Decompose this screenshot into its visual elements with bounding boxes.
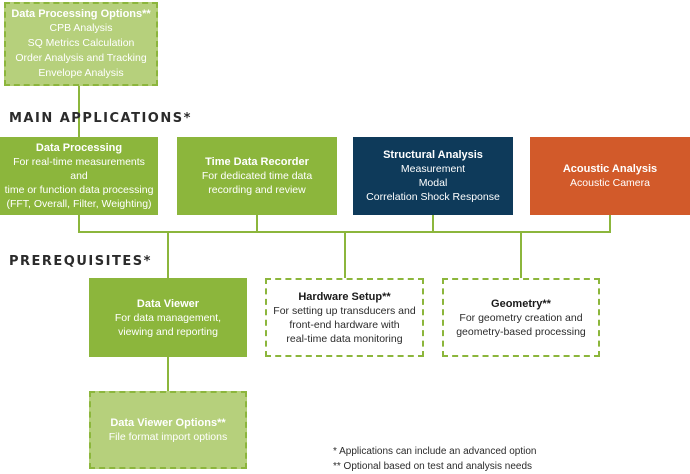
hardware-setup-box: Hardware Setup** For setting up transduc… bbox=[265, 278, 424, 357]
geometry-desc: geometry-based processing bbox=[456, 325, 586, 338]
hardware-setup-title: Hardware Setup** bbox=[298, 290, 391, 303]
connector-geometry bbox=[520, 231, 522, 278]
connector-hardware-setup bbox=[344, 231, 346, 278]
connector-viewer-options bbox=[167, 357, 169, 391]
geometry-title: Geometry** bbox=[491, 297, 551, 310]
hardware-setup-desc: real-time data monitoring bbox=[286, 332, 403, 345]
data-viewer-box: Data Viewer For data management, viewing… bbox=[89, 278, 247, 357]
structural-analysis-box: Structural Analysis Measurement Modal Co… bbox=[353, 137, 513, 215]
data-processing-desc: time or function data processing bbox=[4, 184, 154, 196]
data-viewer-options-desc: File format import options bbox=[108, 431, 228, 443]
hardware-setup-desc: front-end hardware with bbox=[289, 318, 400, 331]
option-item: SQ Metrics Calculation bbox=[27, 37, 135, 49]
footnote: * Applications can include an advanced o… bbox=[333, 446, 537, 457]
footnote: ** Optional based on test and analysis n… bbox=[333, 461, 533, 472]
acoustic-analysis-desc: Acoustic Camera bbox=[570, 177, 650, 189]
geometry-box: Geometry** For geometry creation and geo… bbox=[442, 278, 600, 357]
connector-acoustic-analysis bbox=[609, 215, 611, 232]
data-processing-desc: (FFT, Overall, Filter, Weighting) bbox=[6, 198, 152, 210]
option-item: Order Analysis and Tracking bbox=[15, 52, 147, 64]
data-viewer-options-box: Data Viewer Options** File format import… bbox=[89, 391, 247, 469]
data-viewer-desc: viewing and reporting bbox=[118, 325, 218, 338]
data-viewer-title: Data Viewer bbox=[136, 297, 200, 310]
structural-analysis-title: Structural Analysis bbox=[383, 149, 483, 161]
structural-analysis-desc: Measurement bbox=[400, 163, 466, 175]
data-processing-options-box: Data Processing Options** CPB Analysis S… bbox=[4, 2, 158, 86]
connector-structural-analysis bbox=[432, 215, 434, 232]
data-processing-box: Data Processing For real-time measuremen… bbox=[0, 137, 158, 215]
time-data-recorder-desc: For dedicated time data bbox=[201, 170, 313, 182]
connector-data-viewer bbox=[167, 231, 169, 278]
hardware-setup-desc: For setting up transducers and bbox=[273, 304, 416, 317]
time-data-recorder-desc: recording and review bbox=[208, 184, 306, 196]
data-processing-desc: For real-time measurements and bbox=[13, 156, 145, 182]
structural-analysis-desc: Correlation Shock Response bbox=[366, 191, 500, 203]
acoustic-analysis-box: Acoustic Analysis Acoustic Camera bbox=[530, 137, 690, 215]
option-item: Envelope Analysis bbox=[38, 67, 124, 79]
data-viewer-options-title: Data Viewer Options** bbox=[110, 417, 226, 429]
main-applications-heading: MAIN APPLICATIONS* bbox=[9, 111, 192, 126]
options-connector bbox=[78, 85, 80, 137]
option-item: CPB Analysis bbox=[49, 22, 113, 34]
prerequisites-heading: PREREQUISITES* bbox=[9, 254, 152, 269]
data-processing-options-title: Data Processing Options** bbox=[11, 8, 151, 20]
data-processing-title: Data Processing bbox=[35, 142, 123, 154]
geometry-desc: For geometry creation and bbox=[459, 311, 583, 324]
connector-data-processing bbox=[78, 215, 80, 232]
time-data-recorder-box: Time Data Recorder For dedicated time da… bbox=[177, 137, 337, 215]
time-data-recorder-title: Time Data Recorder bbox=[205, 156, 309, 168]
acoustic-analysis-title: Acoustic Analysis bbox=[562, 163, 658, 175]
data-viewer-desc: For data management, bbox=[114, 311, 222, 324]
footnotes: * Applications can include an advanced o… bbox=[333, 444, 536, 474]
connector-time-data-recorder bbox=[256, 215, 258, 232]
structural-analysis-desc: Modal bbox=[418, 177, 448, 189]
